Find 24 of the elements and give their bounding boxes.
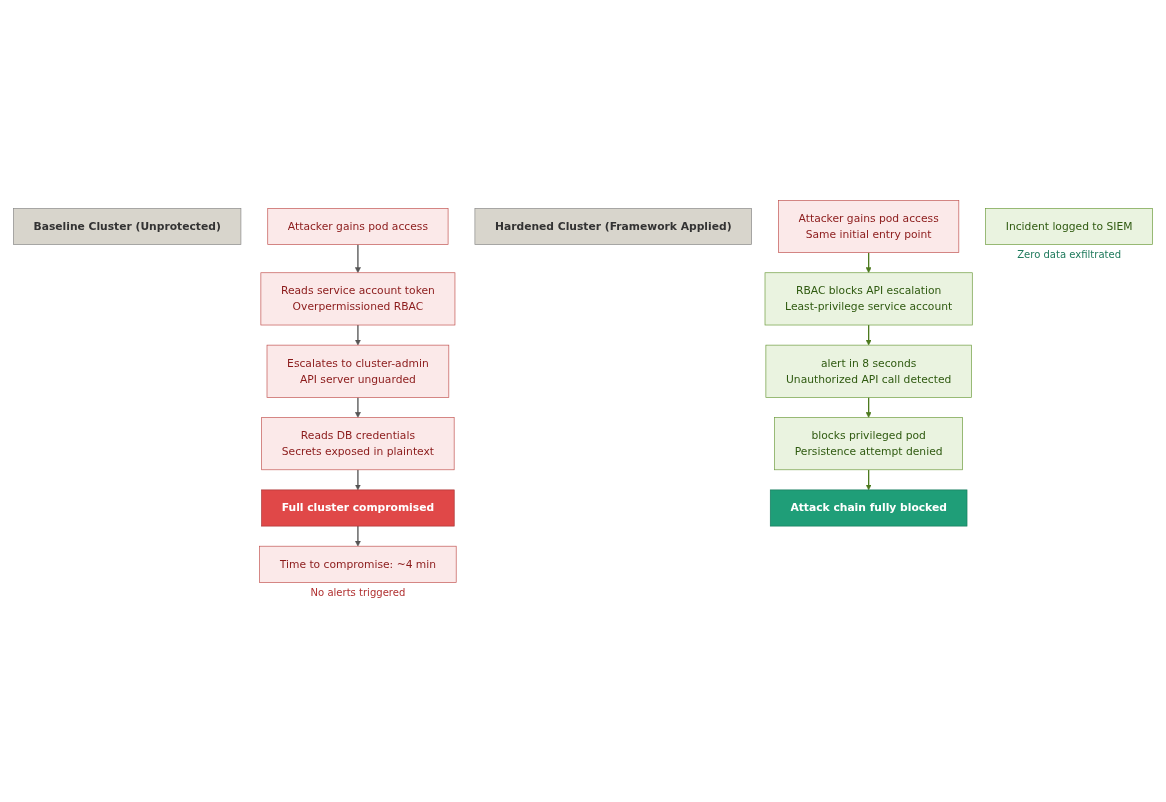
node-box: Baseline Cluster (Unprotected) — [13, 207, 242, 245]
node-box: Time to compromise: ~4 min — [259, 545, 457, 583]
node-box: Attack chain fully blocked — [769, 489, 968, 526]
node-box: Reads service account token Overpermissioned RBAC — [260, 271, 456, 325]
arrow — [354, 525, 361, 547]
node-box: RBAC blocks API escalation Least-privilege service account — [764, 271, 973, 325]
arrow — [865, 251, 872, 273]
node-box: Attacker gains pod access Same initial entry point — [778, 199, 960, 253]
node-box: Reads DB credentials Secrets exposed in plaintext — [261, 416, 455, 470]
node-box: Hardened Cluster (Framework Applied) — [474, 207, 752, 245]
arrow — [865, 323, 872, 345]
arrow — [354, 243, 361, 273]
node-box: Attacker gains pod access — [267, 207, 449, 245]
node-box: Incident logged to SIEM — [985, 207, 1153, 245]
arrow — [354, 468, 361, 490]
note-text: No alerts triggered — [310, 586, 406, 598]
arrow — [354, 323, 361, 345]
node-box: Escalates to cluster-admin API server unguarded — [266, 344, 450, 398]
arrow — [354, 396, 361, 418]
arrow — [865, 468, 872, 490]
note-text: Zero data exfiltrated — [1017, 248, 1122, 260]
node-box: alert in 8 seconds Unauthorized API call detected — [765, 344, 972, 398]
node-box: blocks privileged pod Persistence attempt denied — [774, 416, 963, 470]
node-box: Full cluster compromised — [261, 489, 455, 526]
